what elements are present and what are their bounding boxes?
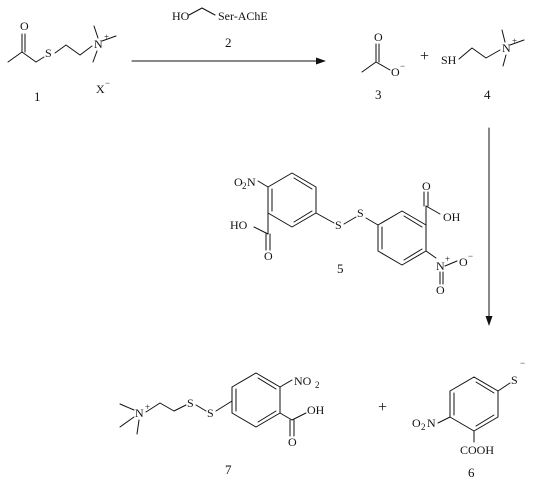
- atom-3-O-carbonyl: O: [374, 30, 383, 44]
- atom-7-OH: OH: [307, 403, 325, 417]
- counterion-charge: −: [105, 78, 110, 88]
- atom-5-NO2-left: O: [234, 175, 243, 189]
- charge-1-plus: +: [104, 32, 109, 42]
- charge-4-plus: +: [512, 36, 517, 46]
- charge-6-S-minus: −: [520, 358, 525, 368]
- atom-5-S2: S: [357, 206, 364, 220]
- atom-5-O-nitro-side: O: [459, 255, 468, 269]
- atom-6-NO2-sub: 2: [421, 422, 426, 432]
- atom-5-HO-left: HO: [230, 218, 248, 232]
- charge-3-minus: −: [400, 61, 405, 71]
- atom-6-NO2-O: O: [412, 416, 421, 430]
- reaction-arrow-1: [131, 57, 326, 65]
- atom-5-NO2-left-sub: 2: [242, 181, 247, 191]
- compound-6-tnb-anion: S − O 2 N COOH 6: [412, 358, 525, 480]
- atom-1-N: N: [94, 37, 103, 51]
- reagent-enzyme: Ser-AChE: [218, 9, 268, 23]
- atom-5-S1: S: [335, 218, 342, 232]
- atom-1-O: O: [20, 19, 29, 33]
- counterion-X: X: [96, 82, 105, 96]
- atom-7-S1: S: [187, 396, 194, 410]
- compound-number-2: 2: [225, 35, 232, 50]
- compound-number-1: 1: [34, 89, 41, 104]
- charge-5-N-plus: +: [445, 254, 450, 264]
- compound-5-dtnb: O 2 N HO O S S OH O N + O O − 5: [230, 172, 473, 297]
- atom-7-S2: S: [207, 406, 214, 420]
- reaction-arrow-2: [485, 127, 493, 326]
- atom-6-S: S: [511, 373, 518, 387]
- atom-7-NO2: NO: [294, 374, 312, 388]
- atom-4-SH: SH: [441, 53, 457, 67]
- compound-number-3: 3: [375, 87, 382, 102]
- compound-number-7: 7: [225, 462, 232, 477]
- atom-5-N-right: N: [436, 259, 445, 273]
- atom-7-NO2-sub: 2: [315, 380, 320, 390]
- atom-4-N: N: [502, 41, 511, 55]
- atom-5-O-right: O: [422, 179, 431, 193]
- compound-number-4: 4: [484, 87, 491, 102]
- charge-5-O-minus: −: [468, 251, 473, 261]
- plus-sign-top: +: [420, 48, 429, 65]
- atom-5-O-left: O: [264, 249, 273, 263]
- compound-number-5: 5: [337, 261, 344, 276]
- charge-7-plus: +: [145, 402, 150, 412]
- compound-1-acetylthiocholine: O S N + X − 1: [7, 19, 117, 104]
- compound-3-acetate: O O − 3: [361, 30, 405, 102]
- reagent-2-serine-ache: HO Ser-AChE 2: [172, 7, 268, 50]
- atom-6-NO2-N: N: [427, 416, 436, 430]
- compound-number-6: 6: [468, 465, 475, 480]
- compound-4-thiocholine: SH N + 4: [441, 29, 525, 102]
- atom-5-O-nitro-bottom: O: [436, 283, 445, 297]
- plus-sign-bottom: +: [378, 399, 387, 416]
- atom-3-O-anion: O: [391, 65, 400, 79]
- atom-5-OH-right: OH: [443, 210, 461, 224]
- compound-7-mixed-disulfide: N + S S NO 2 OH O 7: [119, 372, 325, 477]
- atom-7-O-carbonyl: O: [288, 435, 297, 449]
- atom-1-S: S: [45, 46, 52, 60]
- reagent-hydroxyl: HO: [172, 9, 190, 23]
- atom-5-N-left: N: [247, 175, 256, 189]
- atom-7-N: N: [135, 406, 144, 420]
- atom-6-COOH: COOH: [460, 443, 494, 457]
